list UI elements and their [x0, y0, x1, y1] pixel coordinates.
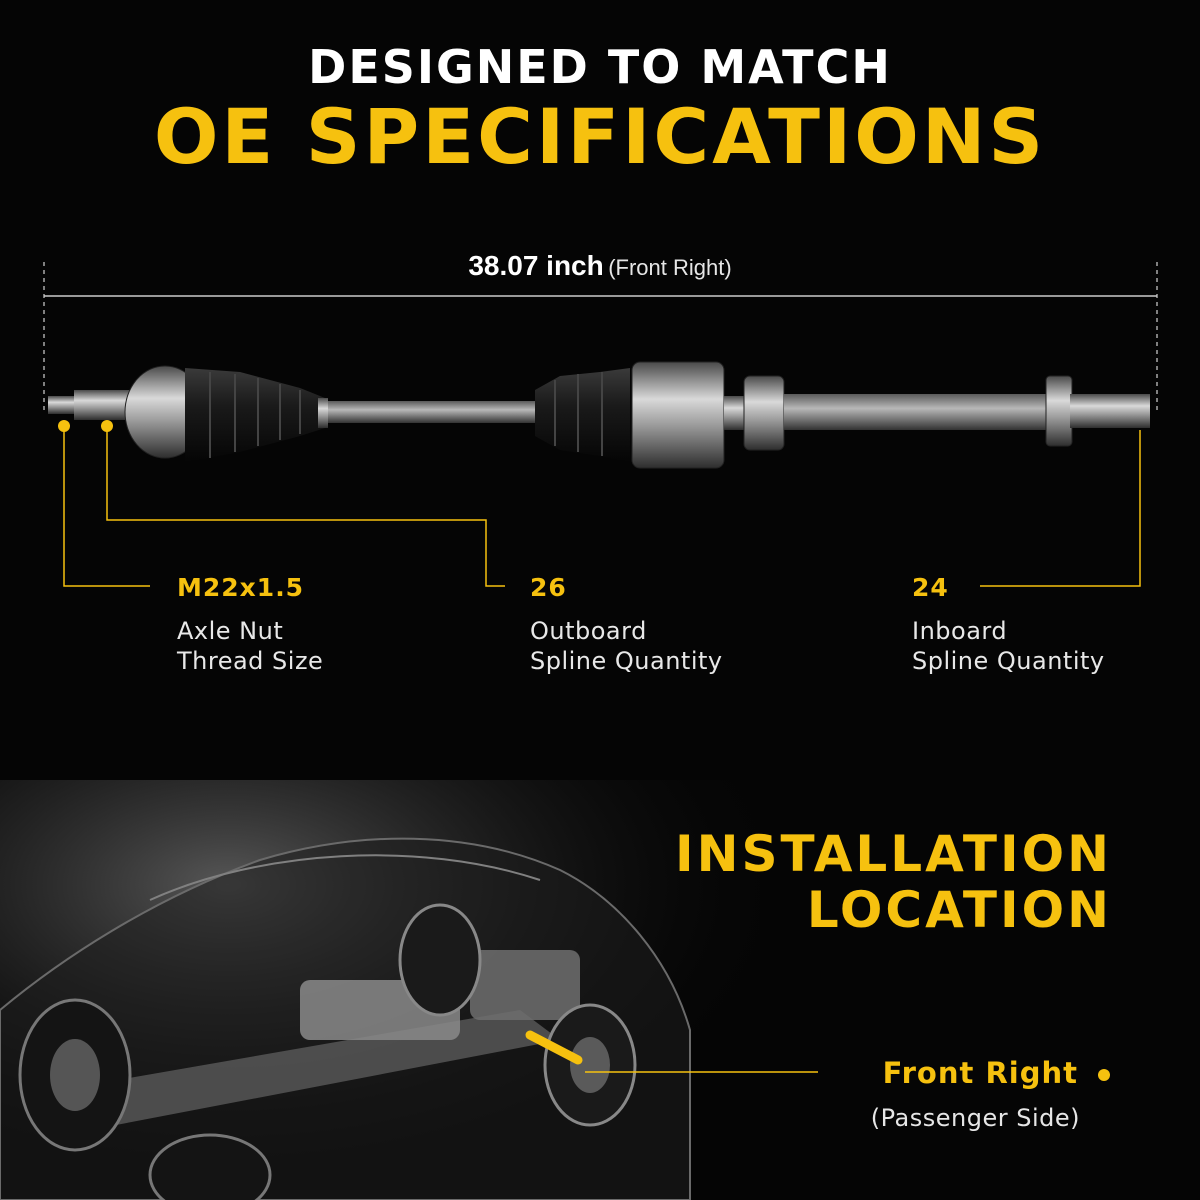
installation-location-title: INSTALLATION LOCATION: [675, 826, 1112, 938]
location-side-note: (Passenger Side): [870, 1104, 1080, 1132]
spec-thread-size: M22x1.5 Axle Nut Thread Size: [177, 573, 323, 676]
dimension-note: (Front Right): [608, 255, 732, 280]
spec-outboard-spline-desc: Outboard Spline Quantity: [530, 616, 723, 676]
spec-inboard-spline-desc-line1: Inboard: [912, 617, 1008, 645]
spec-outboard-spline-desc-line1: Outboard: [530, 617, 647, 645]
spec-thread-size-desc-line1: Axle Nut: [177, 617, 284, 645]
spec-leader-lines: [63, 426, 1141, 587]
spec-thread-size-desc-line2: Thread Size: [177, 647, 324, 675]
dimension-value: 38.07 inch: [468, 250, 604, 281]
installation-title-line2: LOCATION: [806, 881, 1112, 939]
spec-outboard-spline-value: 26: [530, 573, 567, 602]
headline-designed-to-match: DESIGNED TO MATCH: [308, 40, 892, 94]
spec-thread-size-value: M22x1.5: [177, 573, 305, 602]
headline-oe-specifications: OE SPECIFICATIONS: [153, 92, 1047, 181]
spec-inboard-spline-desc: Inboard Spline Quantity: [912, 616, 1105, 676]
spec-outboard-spline: 26 Outboard Spline Quantity: [530, 573, 723, 676]
dimension-label: 38.07 inch (Front Right): [0, 250, 1200, 282]
spec-thread-size-desc: Axle Nut Thread Size: [177, 616, 323, 676]
thread-marker-dot: [58, 420, 70, 432]
installation-title-line1: INSTALLATION: [675, 825, 1112, 883]
location-label: Front Right: [882, 1056, 1078, 1090]
spec-inboard-spline-value: 24: [912, 573, 949, 602]
outboard-spline-marker-dot: [101, 420, 113, 432]
spec-outboard-spline-desc-line2: Spline Quantity: [530, 647, 723, 675]
vehicle-drivetrain-image: [0, 780, 760, 1200]
spec-inboard-spline: 24 Inboard Spline Quantity: [912, 573, 1105, 676]
cv-axle-image: [48, 361, 1150, 469]
spec-inboard-spline-desc-line2: Spline Quantity: [912, 647, 1105, 675]
location-marker-dot: [1098, 1069, 1110, 1081]
dimension-line: [43, 262, 1158, 410]
